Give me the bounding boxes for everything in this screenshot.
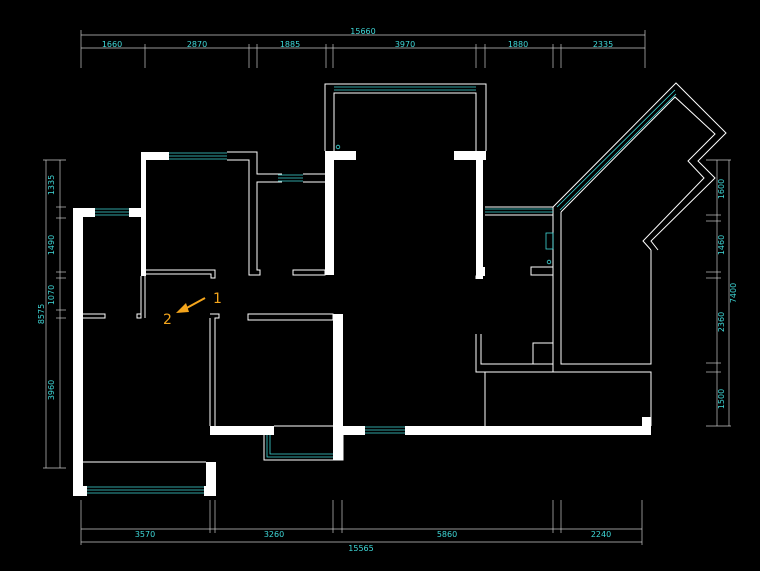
- windows: [87, 86, 677, 494]
- top-total-dimension: 15660: [350, 27, 375, 36]
- left-dimension-2: 1490: [47, 235, 56, 255]
- annotation-label-1: 1: [213, 291, 222, 307]
- top-dimension-5: 1880: [508, 40, 528, 49]
- right-dimension-4: 1500: [717, 389, 726, 409]
- top-dimension-6: 2335: [593, 40, 613, 49]
- annotation-arrowhead: [176, 303, 189, 313]
- walls: [73, 151, 651, 496]
- left-dimension-4: 3960: [47, 380, 56, 400]
- bottom-total-dimension: 15565: [348, 544, 373, 553]
- right-dimension-1: 1600: [717, 179, 726, 199]
- left-dimension-3: 1070: [47, 285, 56, 305]
- wall-lines: [83, 82, 727, 463]
- top-dimension-1: 1660: [102, 40, 122, 49]
- right-total-dimension: 7400: [729, 283, 738, 303]
- top-dimension-3: 1885: [280, 40, 300, 49]
- bottom-dimension-2: 3260: [264, 530, 284, 539]
- dimension-lines: [43, 30, 731, 545]
- left-total-dimension: 8575: [37, 304, 46, 324]
- right-dimension-3: 2360: [717, 312, 726, 332]
- left-dimension-1: 1335: [47, 175, 56, 195]
- top-dimension-4: 3970: [395, 40, 415, 49]
- dimension-labels: 15660 1660 2870 1885 3970 1880 2335 3570…: [37, 27, 738, 553]
- annotation-label-2: 2: [163, 312, 172, 328]
- bottom-dimension-1: 3570: [135, 530, 155, 539]
- top-dimension-2: 2870: [187, 40, 207, 49]
- bottom-dimension-3: 5860: [437, 530, 457, 539]
- annotation: 1 2: [163, 291, 222, 328]
- right-dimension-2: 1460: [717, 235, 726, 255]
- bottom-dimension-4: 2240: [591, 530, 611, 539]
